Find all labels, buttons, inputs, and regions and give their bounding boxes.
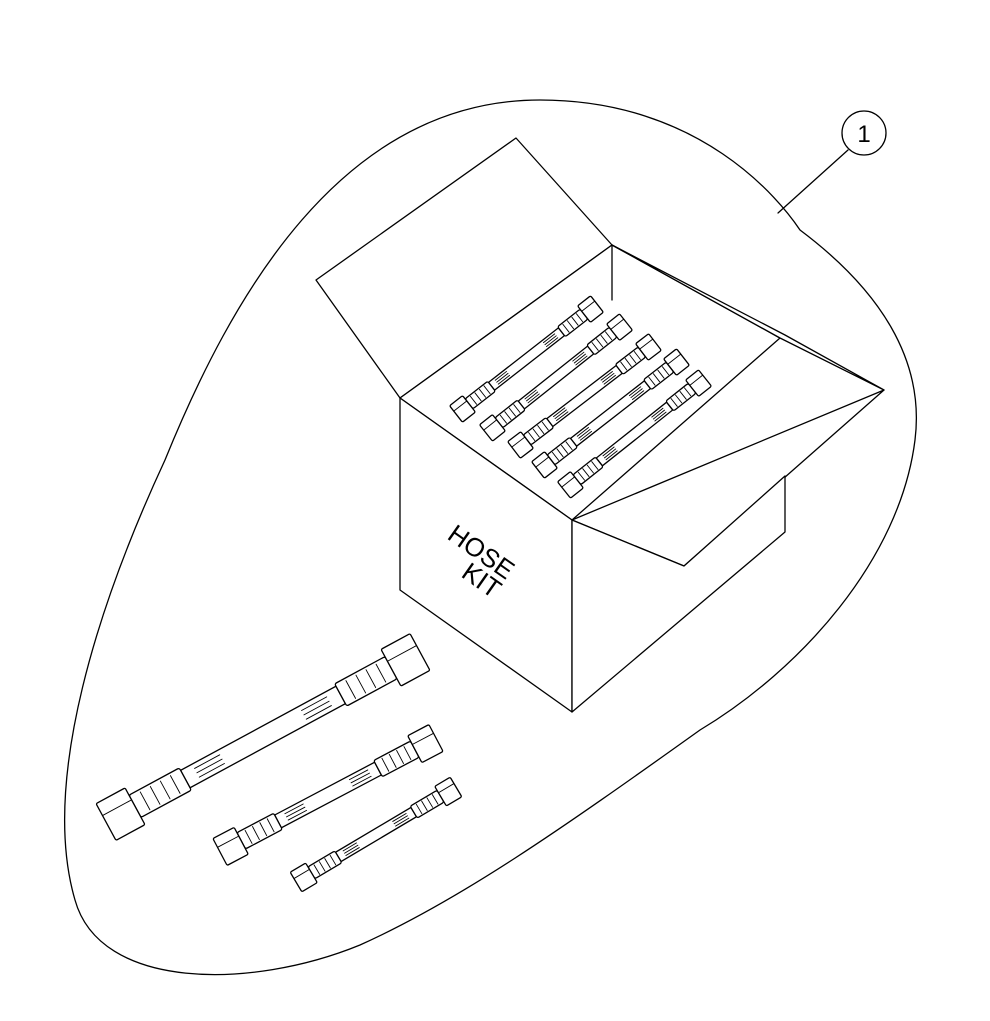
callout-circle <box>841 110 887 156</box>
callout-number: 1 <box>857 121 870 148</box>
boxed-hoses <box>449 295 712 499</box>
loose-hose-small <box>290 777 462 892</box>
callout-leader <box>777 149 849 214</box>
hose-kit-box: HOSE KIT <box>315 137 885 713</box>
box-right-face <box>571 475 786 713</box>
boxed-hose-3 <box>507 333 662 459</box>
kit-outline <box>64 99 917 976</box>
loose-hoses <box>95 633 462 892</box>
boxed-hose-1 <box>449 295 604 423</box>
boxed-hose-5 <box>557 369 712 499</box>
boxed-hose-4 <box>531 348 690 479</box>
loose-hose-medium <box>212 724 444 866</box>
boxed-hose-2 <box>479 313 633 442</box>
loose-hose-large <box>95 633 431 841</box>
